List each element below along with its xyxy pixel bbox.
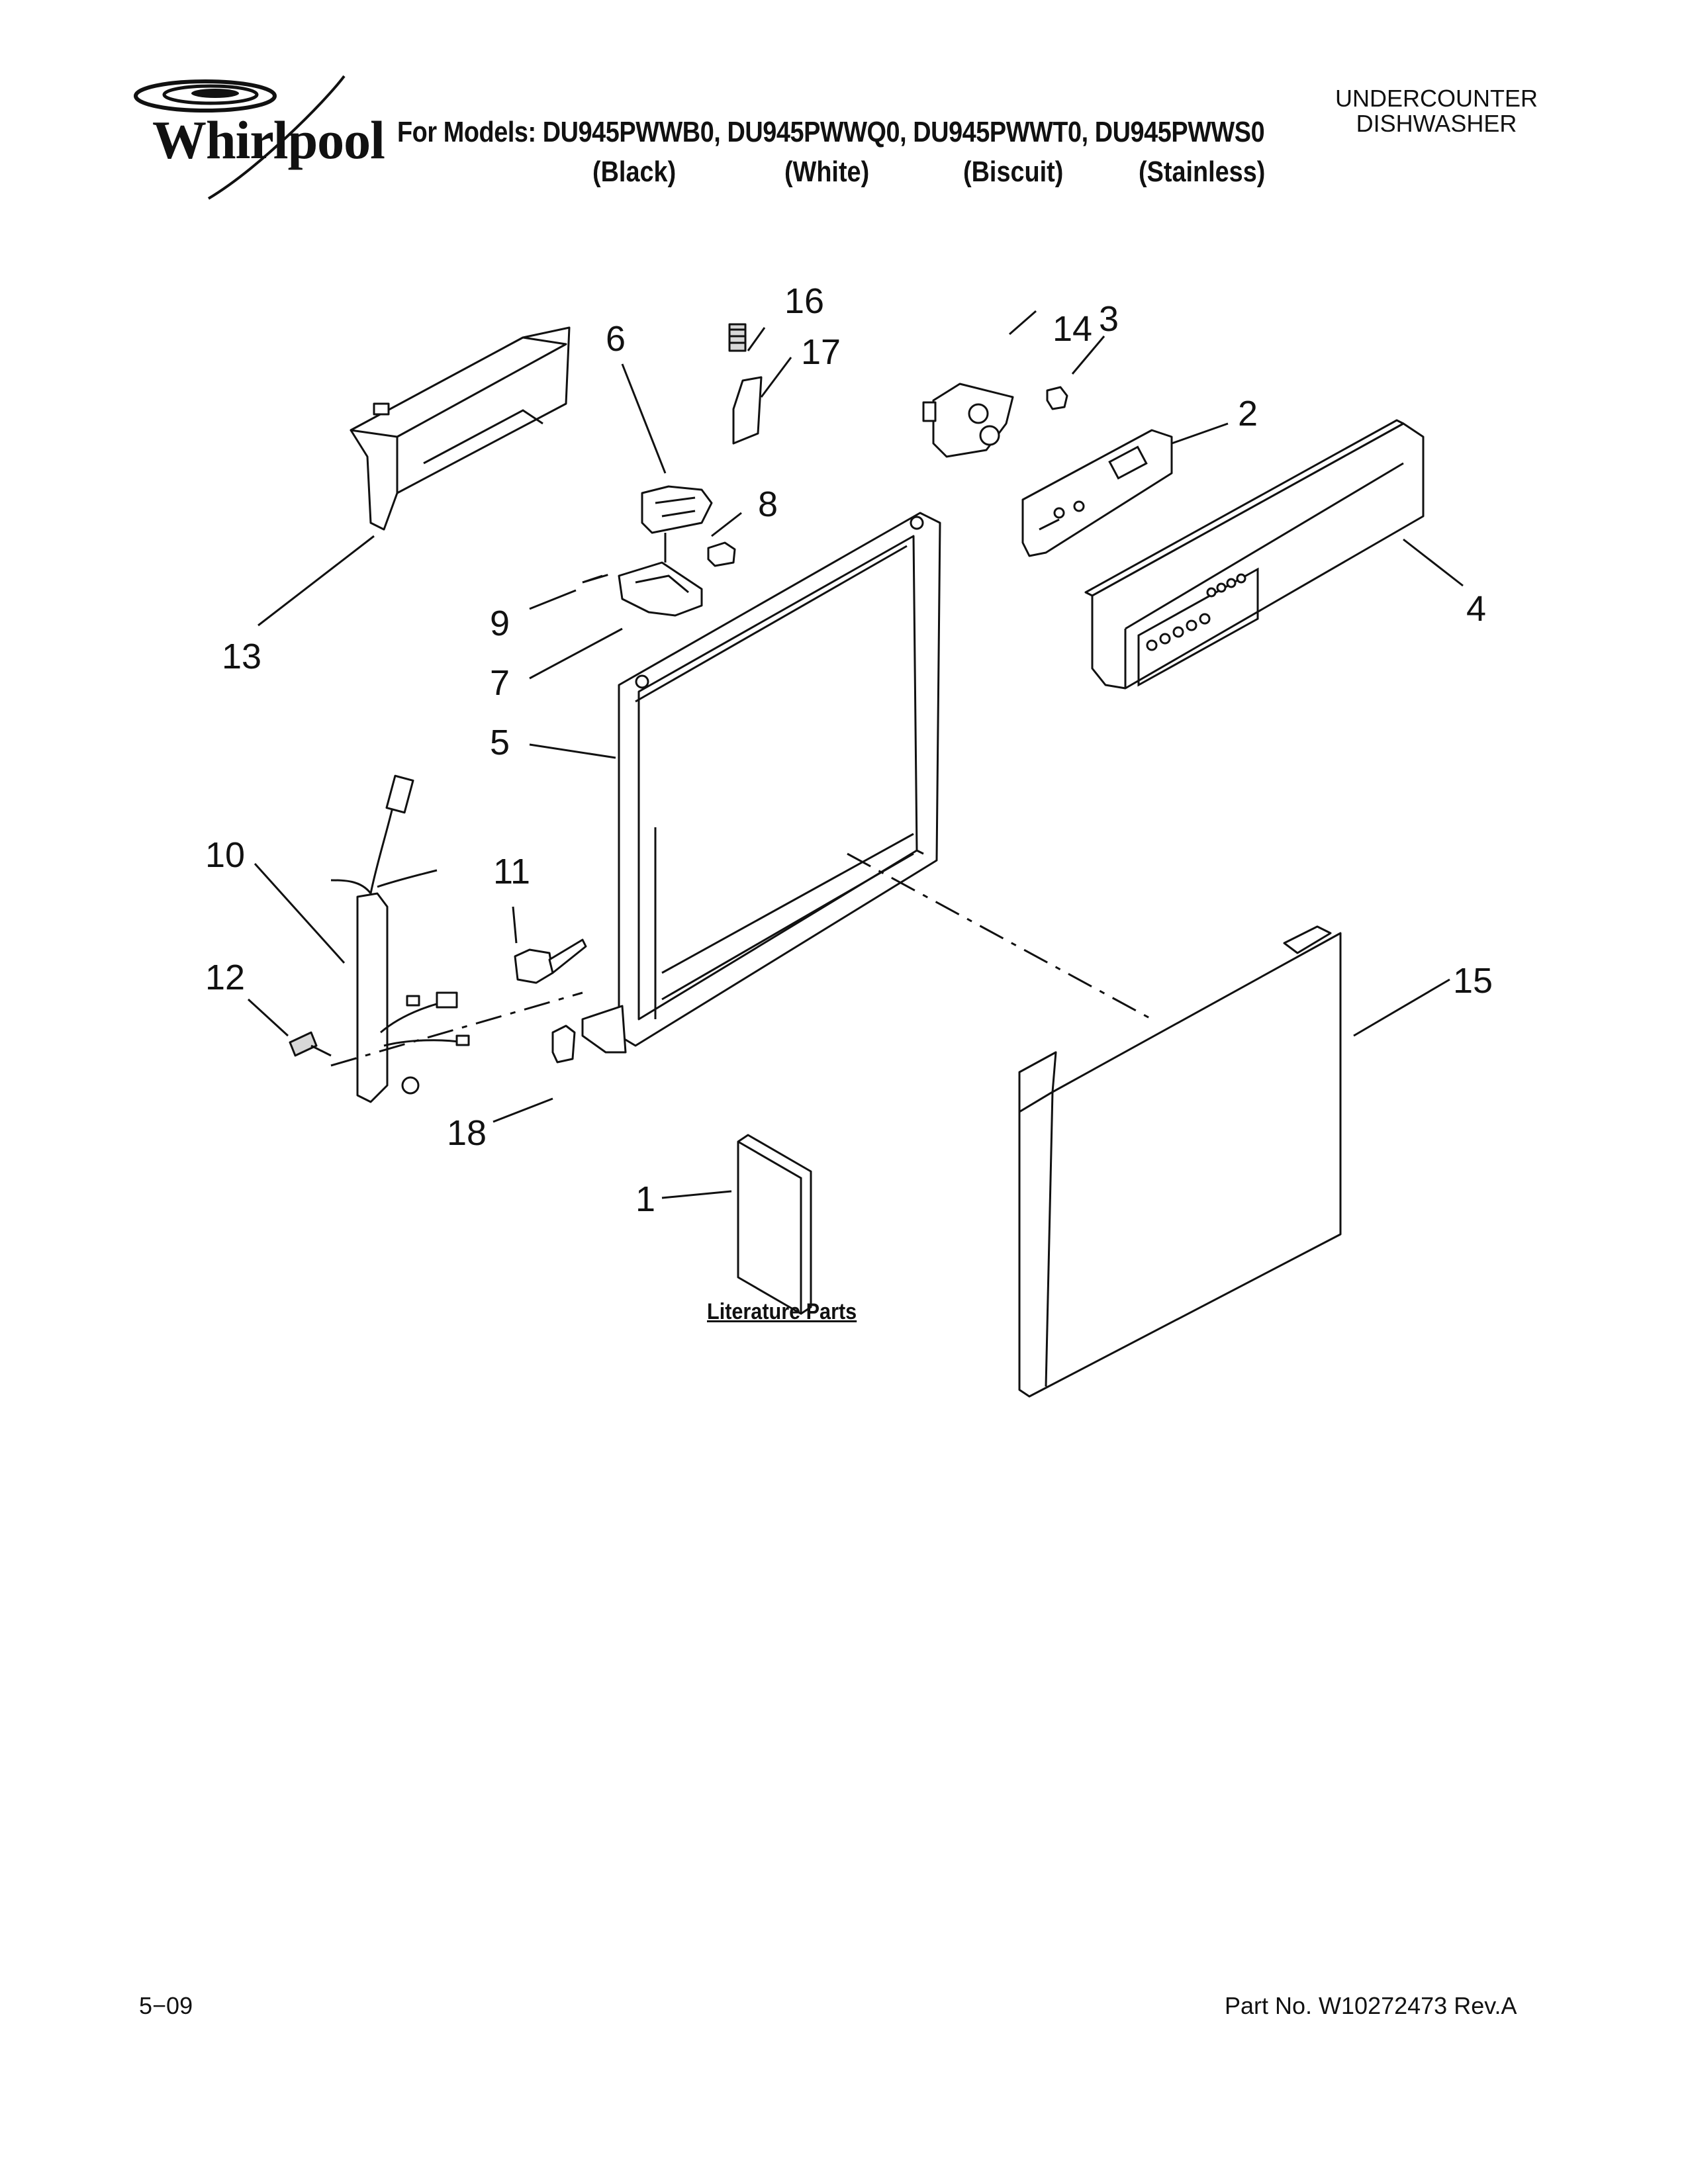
callout-5: 5 [490,723,510,762]
part-3-connector [1046,386,1068,410]
product-line-2: DISHWASHER [1356,110,1517,137]
callout-16: 16 [784,281,825,321]
callout-14: 14 [1053,309,1093,349]
variant-black: (Black) [592,156,677,188]
variant-biscuit: (Biscuit) [963,156,1064,188]
callout-18: 18 [447,1113,487,1153]
callout-4: 4 [1466,589,1487,629]
part-14-switch [922,383,1014,458]
part-number: Part No. W10272473 Rev.A [1225,1992,1517,2019]
callout-2: 2 [1238,394,1258,433]
part-17-catch [732,376,763,445]
variant-stainless: (Stainless) [1139,156,1266,188]
assembly-line-door-to-panel [847,852,1152,1021]
part-10-wire-harness [330,774,470,1103]
part-5-door-frame [581,512,941,1054]
callout-9: 9 [490,604,510,643]
callout-17: 17 [801,332,841,372]
callout-13: 13 [222,637,262,676]
variant-white: (White) [784,156,870,188]
product-type: UNDERCOUNTER DISHWASHER [1304,86,1569,136]
part-15-door-panel [1018,925,1342,1398]
assembly-line-latch-pin [582,573,610,584]
swirl-icon [134,75,346,200]
leader-arrows [247,310,1464,1199]
literature-parts-label: Literature Parts [707,1299,857,1324]
part-8-clip [707,541,736,567]
brand-wordmark: Whirlpool [152,110,385,170]
part-4-control-panel [1084,419,1425,690]
part-11-sensor [514,938,587,984]
callout-1: 1 [635,1179,656,1219]
callout-3: 3 [1099,299,1119,339]
callout-8: 8 [758,484,778,524]
part-2-control-board [1021,429,1173,557]
part-6-latch [641,485,713,534]
callout-7: 7 [490,663,510,703]
part-1-literature [737,1134,812,1315]
part-16-spring [728,323,747,352]
part-13-cover [350,326,571,531]
revision-date: 5−09 [139,1992,193,2019]
callout-6: 6 [606,319,626,359]
part-7-bracket [618,561,703,617]
callout-12: 12 [205,958,246,997]
callout-10: 10 [205,835,246,875]
product-line-1: UNDERCOUNTER [1335,85,1538,112]
whirlpool-logo: Whirlpool [126,63,404,208]
part-18-clip [551,1024,576,1064]
callout-11: 11 [493,852,531,891]
models-title: For Models: DU945PWWB0, DU945PWWQ0, DU94… [397,116,1265,148]
assembly-line-harness-to-frame [330,991,583,1067]
part-12-screw [289,1031,332,1057]
control-buttons [1146,573,1246,651]
callout-15: 15 [1453,961,1493,1001]
